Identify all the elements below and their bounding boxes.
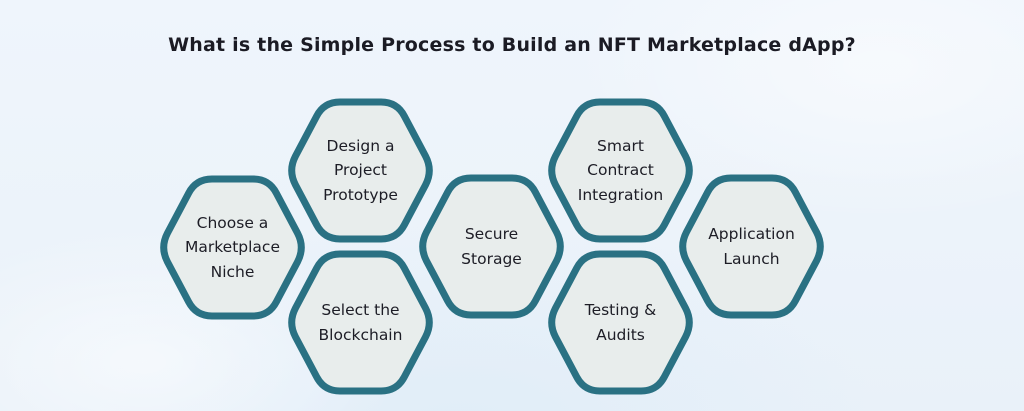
step-label: Testing & Audits bbox=[584, 301, 657, 344]
hexagon-testing-audits: Testing & Audits bbox=[544, 250, 697, 395]
hexagon-choose-marketplace-niche: Choose a Marketplace Niche bbox=[156, 175, 309, 320]
step-label: Application Launch bbox=[708, 225, 795, 268]
step-label: Choose a Marketplace Niche bbox=[185, 213, 280, 281]
hexagon-application-launch: Application Launch bbox=[675, 174, 828, 319]
hexagon-secure-storage: Secure Storage bbox=[415, 174, 568, 319]
step-label: Secure Storage bbox=[461, 225, 522, 268]
hexagon-smart-contract-integration: Smart Contract Integration bbox=[544, 98, 697, 243]
page-title: What is the Simple Process to Build an N… bbox=[168, 34, 856, 56]
hexagon-design-project-prototype: Design a Project Prototype bbox=[284, 98, 437, 243]
step-label: Smart Contract Integration bbox=[577, 136, 664, 204]
step-label: Design a Project Prototype bbox=[323, 136, 398, 204]
hexagon-select-blockchain: Select the Blockchain bbox=[284, 250, 437, 395]
step-label: Select the Blockchain bbox=[318, 301, 403, 344]
